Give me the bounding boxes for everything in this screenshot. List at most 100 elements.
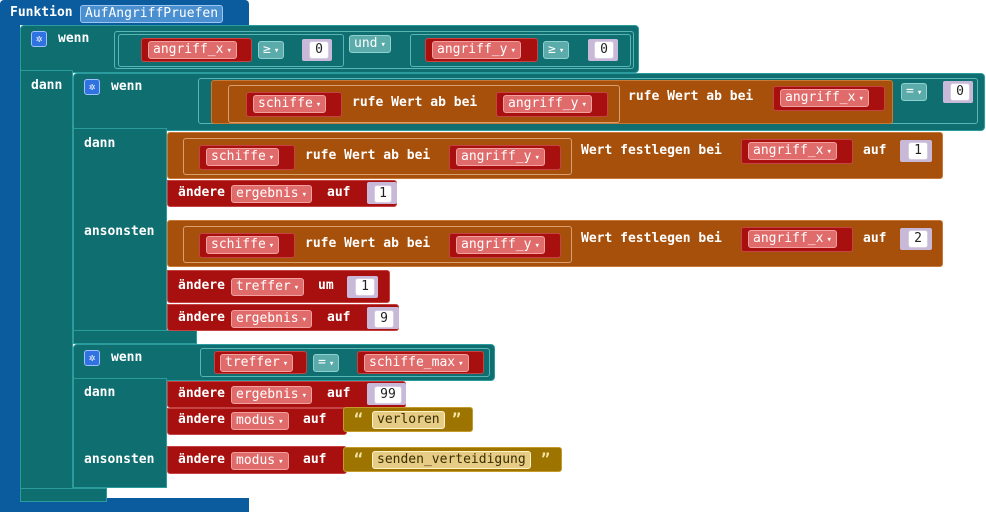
- dropdown-arrow-icon: ▾: [380, 40, 386, 50]
- if-block-outer-spine: [20, 70, 73, 501]
- variable-label: angriff_y: [461, 149, 532, 164]
- to-label: auf: [327, 185, 351, 200]
- mutator-gear-icon[interactable]: ✲: [84, 79, 100, 95]
- operator-label: ≥: [548, 42, 556, 57]
- else-keyword: ansonsten: [84, 224, 155, 239]
- to-label: auf: [303, 452, 327, 467]
- number-field[interactable]: 0: [309, 41, 329, 59]
- variable-dropdown[interactable]: angriff_x▾: [780, 89, 869, 107]
- then-keyword: dann: [84, 136, 116, 151]
- variable-dropdown[interactable]: angriff_y▾: [432, 41, 521, 59]
- operator-dropdown[interactable]: ≥▾: [258, 41, 285, 59]
- variable-dropdown[interactable]: schiffe▾: [253, 95, 327, 113]
- variable-dropdown[interactable]: treffer▾: [231, 278, 305, 296]
- variable-dropdown[interactable]: modus▾: [231, 452, 289, 470]
- variable-label: angriff_y: [437, 42, 508, 57]
- variable-label: schiffe: [211, 237, 266, 252]
- dropdown-arrow-icon: ▾: [534, 241, 540, 251]
- variable-label: ergebnis: [236, 186, 299, 201]
- change-label: ändere: [178, 185, 225, 200]
- function-keyword: Funktion: [10, 5, 73, 20]
- dropdown-arrow-icon: ▾: [301, 315, 308, 325]
- variable-label: schiffe: [211, 149, 266, 164]
- open-quote-icon: “: [354, 450, 364, 468]
- mutator-gear-icon[interactable]: ✲: [84, 350, 100, 366]
- variable-label: schiffe: [258, 96, 313, 111]
- variable-dropdown[interactable]: treffer▾: [220, 354, 294, 372]
- text-field[interactable]: senden_verteidigung: [372, 451, 531, 469]
- number-field[interactable]: 9: [374, 310, 394, 328]
- dropdown-arrow-icon: ▾: [558, 46, 565, 56]
- close-quote-icon: ”: [541, 450, 551, 468]
- number-field[interactable]: 0: [594, 41, 614, 59]
- dropdown-arrow-icon: ▾: [268, 241, 275, 251]
- number-field[interactable]: 1: [374, 185, 392, 203]
- variable-dropdown[interactable]: angriff_x▾: [748, 230, 837, 248]
- operator-dropdown[interactable]: ≥▾: [543, 41, 570, 59]
- compare-block[interactable]: [410, 34, 631, 67]
- list-get-block-inner[interactable]: [183, 226, 572, 263]
- get-value-label: rufe Wert ab bei: [305, 236, 431, 251]
- variable-dropdown[interactable]: angriff_x▾: [148, 41, 237, 59]
- operator-dropdown[interactable]: =▾: [313, 354, 340, 372]
- variable-dropdown[interactable]: ergebnis▾: [231, 185, 313, 203]
- list-get-block-inner[interactable]: [183, 138, 572, 175]
- open-quote-icon: “: [354, 410, 364, 428]
- if-block-outer-footer: [20, 488, 107, 502]
- dropdown-arrow-icon: ▾: [826, 235, 832, 245]
- text-field[interactable]: verloren: [372, 411, 445, 429]
- variable-label: angriff_y: [508, 96, 579, 111]
- if-keyword: wenn: [111, 350, 143, 365]
- dropdown-arrow-icon: ▾: [458, 359, 464, 369]
- number-field[interactable]: 99: [374, 386, 402, 404]
- variable-label: angriff_x: [785, 90, 856, 105]
- variable-label: angriff_x: [753, 143, 824, 158]
- change-label: ändere: [178, 452, 225, 467]
- to-label: auf: [327, 310, 351, 325]
- variable-dropdown[interactable]: schiffe▾: [206, 236, 280, 254]
- variable-dropdown[interactable]: ergebnis▾: [231, 310, 313, 328]
- operator-dropdown[interactable]: =▾: [901, 83, 928, 101]
- dropdown-arrow-icon: ▾: [282, 359, 289, 369]
- variable-dropdown[interactable]: angriff_y▾: [456, 236, 545, 254]
- operator-label: ≥: [263, 42, 271, 57]
- compare-block[interactable]: [118, 34, 344, 67]
- number-field[interactable]: 2: [908, 230, 928, 248]
- compare-block[interactable]: [200, 348, 490, 377]
- to-label: auf: [863, 231, 887, 246]
- operator-label: =: [906, 84, 914, 99]
- dropdown-arrow-icon: ▾: [826, 147, 832, 157]
- variable-dropdown[interactable]: angriff_y▾: [503, 95, 592, 113]
- variable-dropdown[interactable]: schiffe▾: [206, 148, 280, 166]
- variable-dropdown[interactable]: angriff_y▾: [456, 148, 545, 166]
- logic-and-block[interactable]: [114, 31, 634, 69]
- function-block-body: [0, 22, 20, 504]
- mutator-gear-icon[interactable]: ✲: [31, 31, 47, 47]
- set-value-label: Wert festlegen bei: [581, 143, 722, 158]
- if-block-third-spine: [73, 378, 167, 488]
- if-keyword: wenn: [111, 79, 143, 94]
- function-name-field[interactable]: AufAngriffPruefen: [80, 5, 224, 23]
- to-label: auf: [327, 386, 351, 401]
- variable-dropdown[interactable]: modus▾: [231, 412, 289, 430]
- variable-label: ergebnis: [236, 387, 299, 402]
- dropdown-arrow-icon: ▾: [328, 359, 335, 369]
- logic-label: und: [354, 36, 378, 51]
- dropdown-arrow-icon: ▾: [301, 190, 308, 200]
- variable-dropdown[interactable]: ergebnis▾: [231, 386, 313, 404]
- variable-label: angriff_x: [153, 42, 224, 57]
- number-field[interactable]: 1: [908, 142, 928, 160]
- number-field[interactable]: 1: [355, 278, 375, 296]
- if-block-inner-footer: [73, 330, 197, 344]
- list-get-block-inner[interactable]: [228, 85, 620, 123]
- dropdown-arrow-icon: ▾: [278, 457, 284, 467]
- variable-dropdown[interactable]: schiffe_max▾: [364, 354, 469, 372]
- number-field[interactable]: 0: [950, 83, 970, 101]
- get-value-label: rufe Wert ab bei: [628, 89, 754, 104]
- dropdown-arrow-icon: ▾: [534, 153, 540, 163]
- dropdown-arrow-icon: ▾: [293, 283, 300, 293]
- dropdown-arrow-icon: ▾: [581, 100, 587, 110]
- variable-dropdown[interactable]: angriff_x▾: [748, 142, 837, 160]
- logic-operator-dropdown[interactable]: und▾: [349, 35, 391, 53]
- variable-label: treffer: [225, 355, 280, 370]
